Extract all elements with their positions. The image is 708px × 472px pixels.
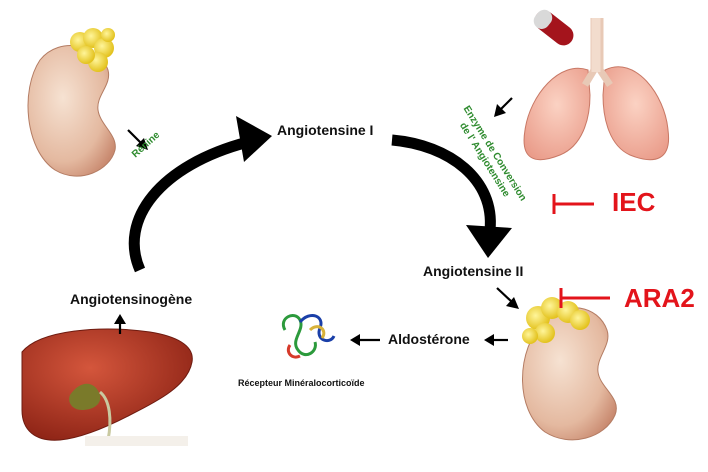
label-angiotensin-2: Angiotensine II [423, 263, 524, 279]
arrow-adrenal-to-aldosterone [484, 334, 508, 346]
inhibition-bar-ara2 [559, 288, 610, 308]
label-aldosterone: Aldostérone [388, 331, 470, 347]
label-receptor: Récepteur Minéralocorticoïde [238, 378, 365, 388]
kidney-top-left [27, 28, 116, 177]
arrow-angiotensin-2-to-adrenal [496, 287, 519, 309]
lungs [523, 18, 670, 161]
adrenal-gland-top-left [70, 28, 115, 72]
arrow-lung-ace [494, 97, 513, 117]
liver [21, 328, 193, 446]
arrow-angiotensin-1-to-angiotensin-2 [391, 134, 512, 258]
arrow-renin-source [127, 129, 148, 150]
receptor-protein-icon [281, 313, 336, 359]
label-angiotensin-1: Angiotensine I [277, 122, 374, 138]
arrow-liver-up [114, 314, 126, 334]
label-angiotensinogen: Angiotensinogène [70, 291, 193, 307]
arrow-angiotensinogen-to-angiotensin-1 [128, 116, 272, 273]
kidney-bottom-right [522, 297, 617, 441]
label-iec: IEC [612, 187, 656, 217]
arrow-aldosterone-to-receptor [350, 334, 380, 346]
inhibition-bar-iec [552, 194, 594, 214]
blood-tube-icon [533, 9, 574, 46]
label-ara2: ARA2 [624, 283, 695, 313]
